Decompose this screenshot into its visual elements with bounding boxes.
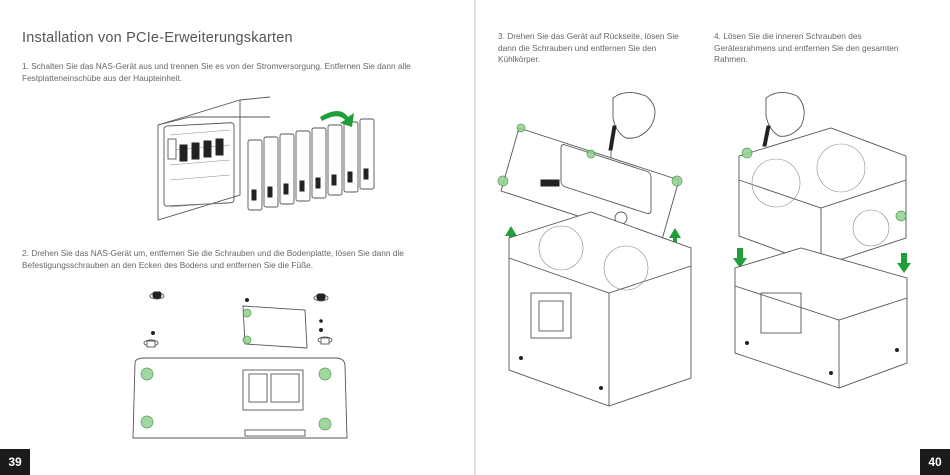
page-number-badge: 39: [0, 449, 30, 475]
right-page: 3. Drehen Sie das Gerät auf Rückseite, l…: [476, 0, 950, 475]
step-3-text: 3. Drehen Sie das Gerät auf Rückseite, l…: [498, 31, 679, 64]
step-1-text: 1. Schalten Sie das NAS-Gerät aus und tr…: [22, 61, 411, 83]
nas-drive-removal-illustration: [157, 96, 375, 221]
step-2-text: 2. Drehen Sie das NAS-Gerät um, entferne…: [22, 248, 404, 270]
step-4-text: 4. Lösen Sie die inneren Schrauben des G…: [714, 31, 899, 64]
page-number-badge: 40: [920, 449, 950, 475]
frame-removal-illustration: [733, 92, 911, 389]
heatsink-removal-illustration: [497, 92, 692, 407]
left-page: Installation von PCIe-Erweiterungskarten…: [0, 0, 474, 475]
page-title: Installation von PCIe-Erweiterungskarten: [22, 30, 293, 46]
page-divider: [474, 0, 476, 475]
nas-bottom-plate-illustration: [132, 291, 348, 439]
